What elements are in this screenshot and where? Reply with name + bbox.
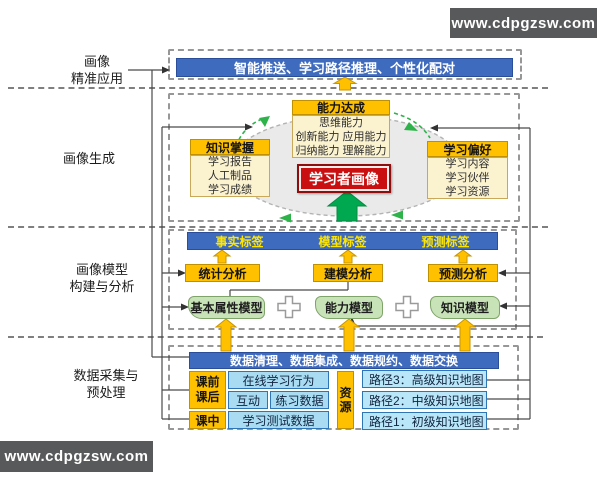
arrow-up-to-attribute-model-icon [214, 318, 238, 352]
side-label-data-collection: 数据采集与 预处理 [73, 368, 139, 400]
cycle-arc-right [393, 112, 431, 139]
predict-analysis-box: 预测分析 [428, 264, 498, 282]
arrowhead-into-cycle-left [245, 123, 253, 131]
resource-box: 资 源 [337, 371, 354, 429]
modeling-analysis-box: 建模分析 [313, 264, 383, 282]
watermark-bottom-left: www.cdpgzsw.com [0, 441, 153, 472]
arrowhead-into-cycle-right [430, 124, 438, 132]
data-processing-bar: 数据清理、数据集成、数据规约、数据交换 [189, 352, 499, 369]
path2-intermediate-map-box: 路径2：中级知识地图 [362, 391, 487, 409]
cycle-arrow-bottom-right-icon [391, 210, 403, 220]
arrow-up-fact-tag-icon [212, 249, 232, 264]
arrow-up-to-knowledge-model-icon [453, 318, 477, 352]
layer-separator-3 [8, 336, 543, 338]
practice-data-box: 练习数据 [270, 391, 329, 409]
cycle-arc-left [233, 118, 263, 154]
layer-separator-1 [8, 87, 548, 89]
watermark-text: www.cdpgzsw.com [4, 448, 149, 465]
pre-post-class-box: 课前 课后 [189, 371, 226, 409]
stat-analysis-box: 统计分析 [185, 264, 260, 282]
cycle-arrow-se-icon [404, 122, 418, 131]
arrow-up-predict-tag-icon [453, 249, 473, 264]
fact-tag: 事实标签 [215, 234, 264, 249]
arrowhead-into-predict-analysis [498, 269, 506, 277]
interaction-box: 互动 [228, 391, 268, 409]
knowledge-model-box: 知识模型 [430, 296, 500, 319]
tag-bar: 事实标签 模型标签 预测标签 [187, 232, 498, 250]
ability-model-box: 能力模型 [315, 296, 383, 319]
arrowhead-into-knowledge-model [499, 302, 507, 310]
path3-advanced-map-box: 路径3：高级知识地图 [362, 370, 487, 388]
ability-header: 能力达成 [292, 100, 390, 115]
predict-tag: 预测标签 [421, 234, 470, 249]
preference-body: 学习内容 学习伙伴 学习资源 [427, 157, 508, 199]
arrow-up-to-portrait-icon [326, 190, 368, 222]
cycle-arrow-ne-icon [259, 116, 270, 127]
attribute-model-box: 基本属性模型 [188, 296, 265, 319]
side-label-application: 画像 精准应用 [70, 54, 123, 86]
ability-body: 思维能力 创新能力 应用能力 归纳能力 理解能力 [292, 115, 390, 158]
side-label-model-building: 画像模型 构建与分析 [69, 262, 135, 294]
cycle-arrow-bottom-left-icon [279, 213, 291, 223]
online-behavior-box: 在线学习行为 [228, 371, 329, 389]
arrow-up-to-ability-model-icon [337, 318, 361, 352]
in-class-box: 课中 [189, 411, 226, 429]
knowledge-header: 知识掌握 [190, 139, 270, 155]
arrowhead-into-application [162, 66, 170, 74]
plus-icon [395, 295, 419, 319]
arrowhead-into-attribute-model [181, 303, 189, 311]
path1-beginner-map-box: 路径1：初级知识地图 [362, 412, 487, 430]
arrowhead-into-stat-analysis [178, 269, 186, 277]
plus-icon [277, 295, 301, 319]
test-data-box: 学习测试数据 [228, 411, 329, 429]
watermark-text: www.cdpgzsw.com [451, 14, 596, 32]
model-tag: 模型标签 [318, 234, 367, 249]
arrow-up-model-tag-icon [338, 249, 358, 264]
preference-header: 学习偏好 [427, 141, 508, 157]
side-label-portrait-generation: 画像生成 [62, 151, 115, 166]
model-layer-frame [168, 229, 517, 330]
knowledge-body: 学习报告 人工制品 学习成绩 [190, 155, 270, 197]
learner-portrait-box: 学习者画像 [297, 164, 391, 193]
arrow-up-to-application-icon [332, 76, 358, 91]
layer-separator-2 [8, 226, 548, 228]
application-bar: 智能推送、学习路径推理、个性化配对 [176, 58, 513, 77]
watermark-top-right: www.cdpgzsw.com [450, 8, 597, 38]
